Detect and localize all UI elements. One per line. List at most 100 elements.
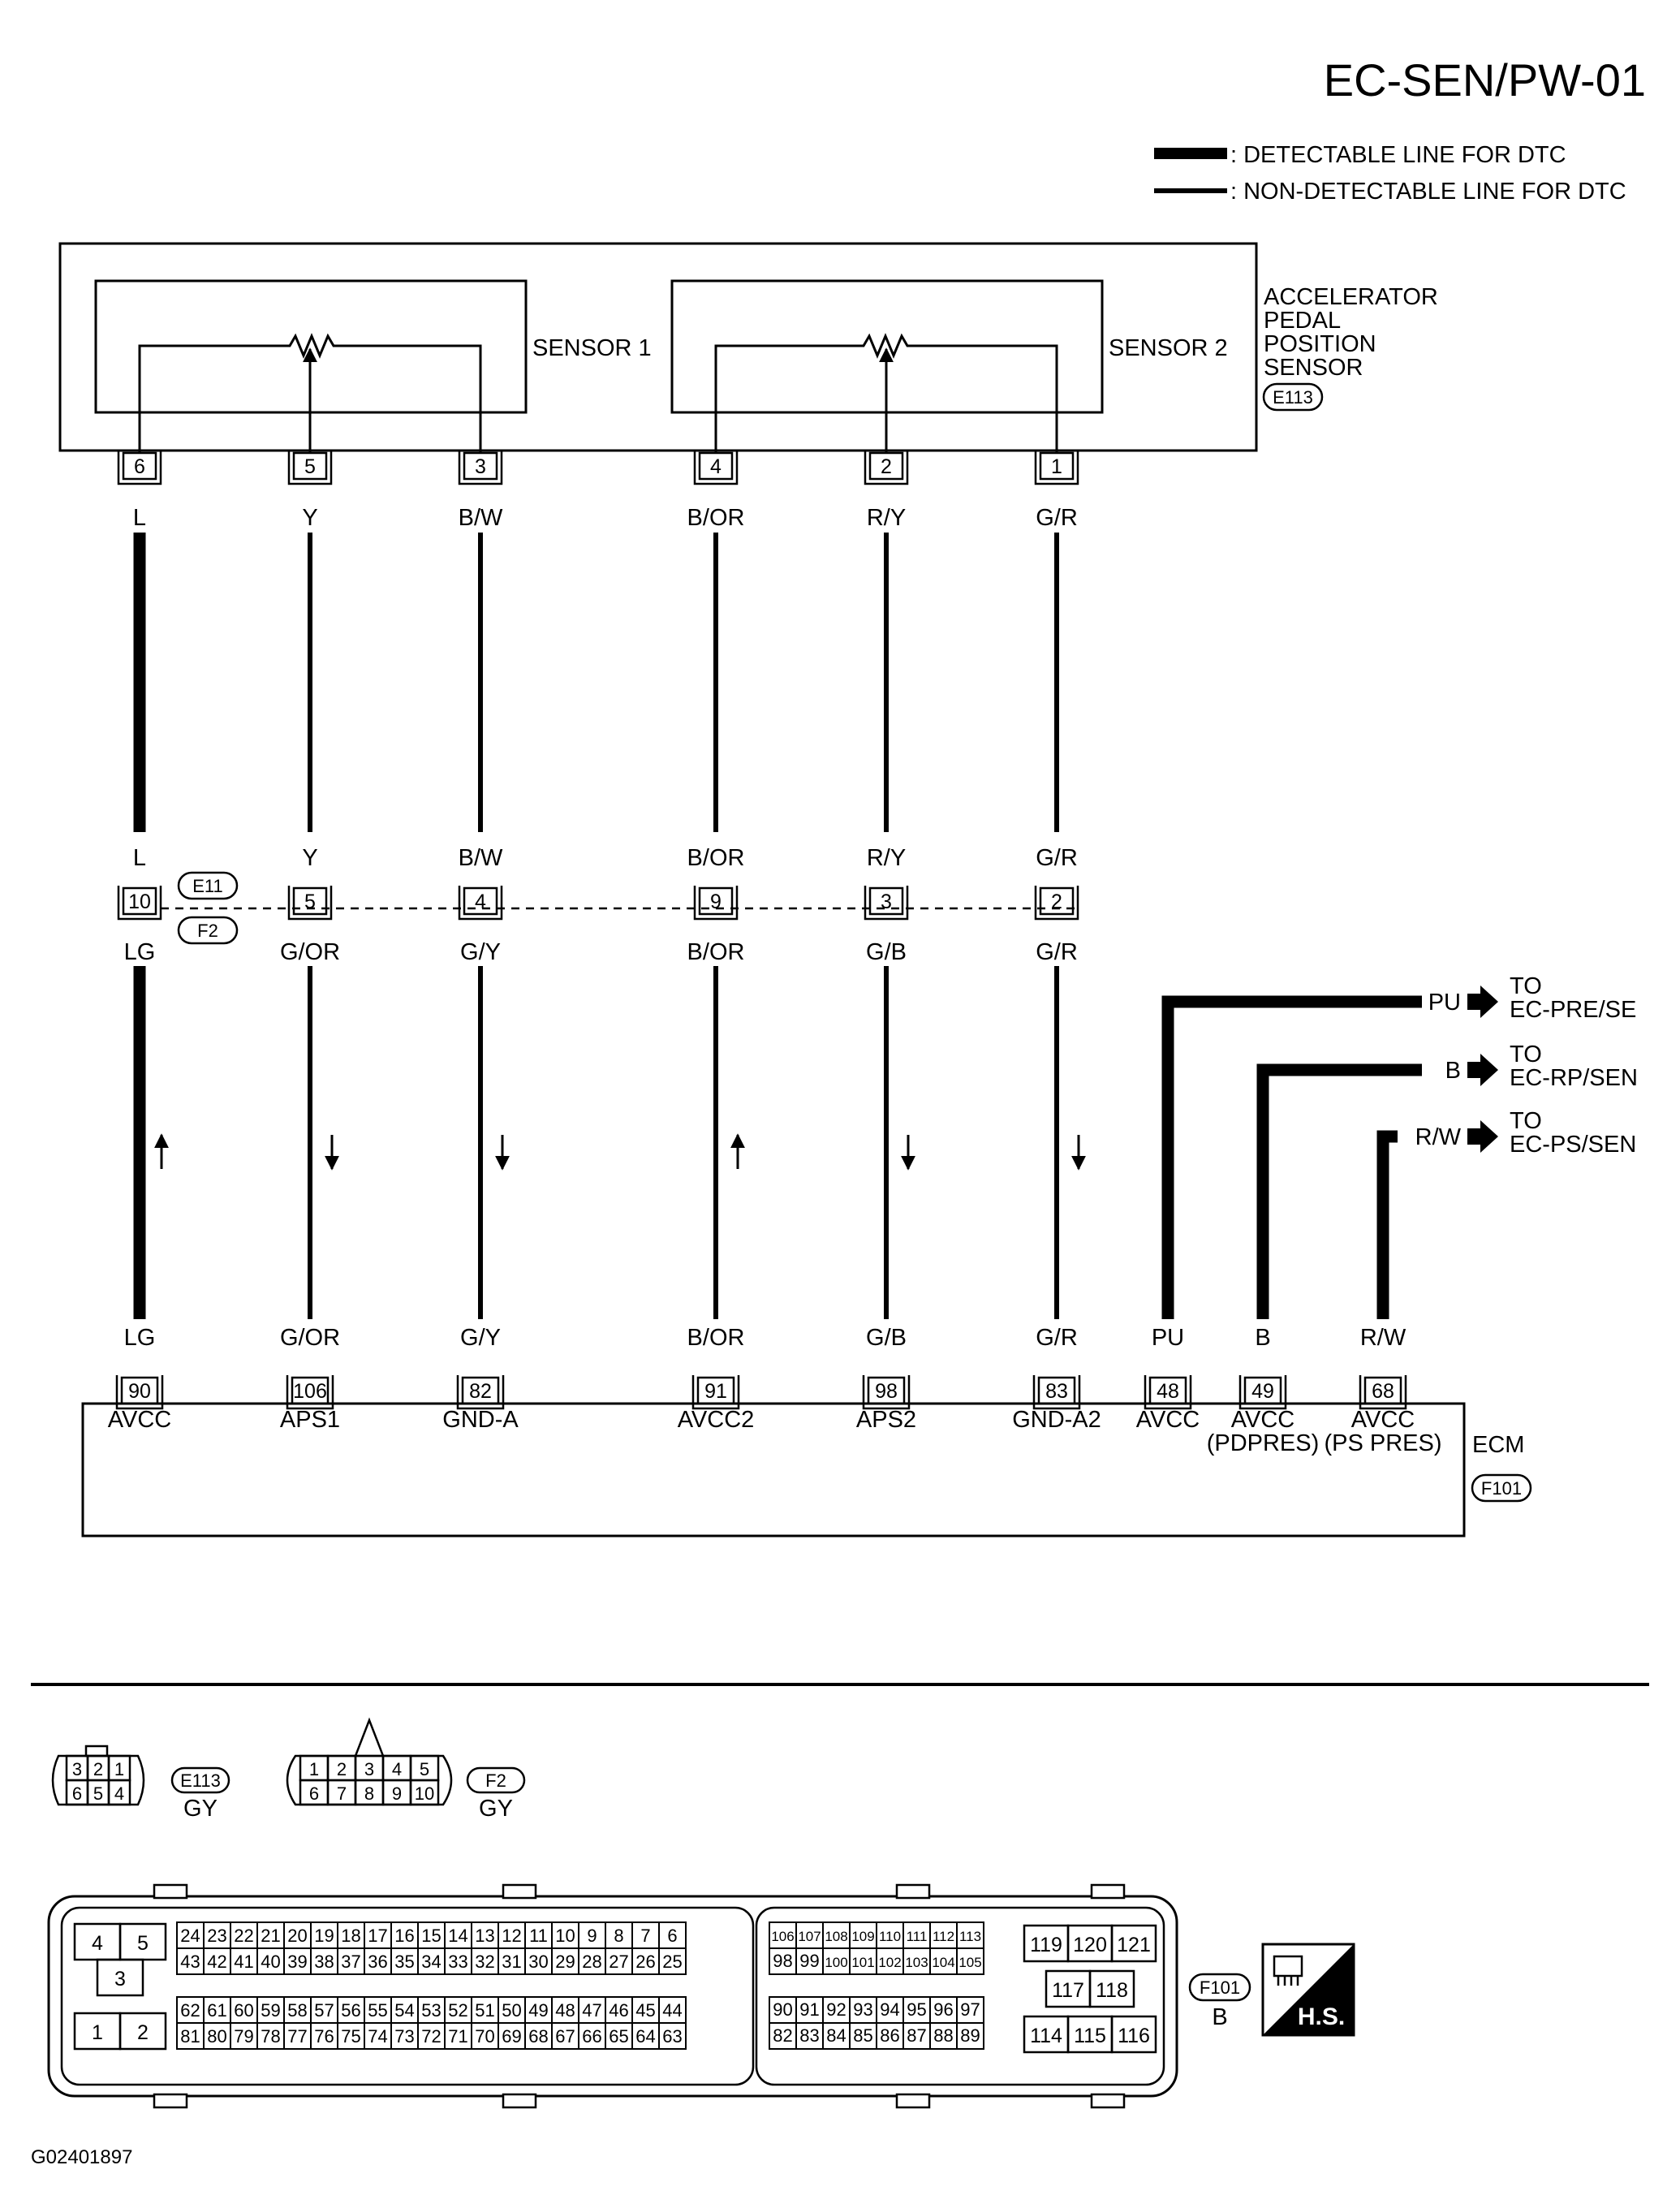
ecm-pin: 91 <box>691 1375 740 1410</box>
connector-color: GY <box>479 1796 513 1822</box>
pin-number: 3 <box>475 455 486 478</box>
connector-bracket <box>691 1375 740 1410</box>
joint-f2-id: F2 <box>197 921 218 941</box>
connector-id: F101 <box>1200 1978 1240 1998</box>
cavity-number: 55 <box>368 2000 387 2021</box>
branch-to-label: TO <box>1510 973 1542 999</box>
cavity-number: 43 <box>180 1952 200 1972</box>
cavity-number: 37 <box>341 1952 360 1972</box>
cavity-number: 18 <box>341 1926 360 1946</box>
cavity-number: 23 <box>207 1926 226 1946</box>
sensor-unit-name-line: POSITION <box>1264 331 1376 357</box>
branch-destination: EC-PS/SEN <box>1510 1132 1636 1158</box>
ecm-pin: 106 <box>286 1375 334 1410</box>
cavity-number: 7 <box>640 1926 650 1946</box>
ecm-wire-color: G/Y <box>460 1325 501 1351</box>
sensor-unit-name-line: ACCELERATOR <box>1264 284 1438 310</box>
pin-number: 5 <box>304 891 316 913</box>
ecm-wire-color: G/OR <box>280 1325 340 1351</box>
cavity-number: 2 <box>137 2021 149 2044</box>
cavity-number: 45 <box>635 2000 655 2021</box>
upper-wire-color-bottom: G/R <box>1036 845 1078 871</box>
cavity-number: 6 <box>309 1783 319 1804</box>
cavity-number: 91 <box>799 1999 819 2020</box>
cavity-number: 2 <box>337 1759 347 1779</box>
cavity-number: 97 <box>960 1999 980 2020</box>
connector-bracket <box>862 1375 911 1410</box>
cavity-number: 40 <box>261 1952 280 1972</box>
pin-number: 68 <box>1372 1380 1394 1403</box>
cavity-number: 24 <box>180 1926 200 1946</box>
connector-bracket <box>1238 1375 1287 1410</box>
upper-wire-color-bottom: Y <box>302 845 317 871</box>
pin-box <box>463 886 498 916</box>
cavity-number: 57 <box>314 2000 334 2021</box>
sensor-pin: 2 <box>864 451 909 485</box>
connector-bracket <box>693 451 739 485</box>
ecm-wire-color: B/OR <box>687 1325 745 1351</box>
pin-number: 3 <box>881 891 892 913</box>
joint-pin: 4 <box>458 886 503 921</box>
pin-box <box>291 1376 330 1405</box>
cavity-number: 10 <box>415 1783 434 1804</box>
ecm-wire-color: G/R <box>1036 1325 1078 1351</box>
cavity-number: 59 <box>261 2000 280 2021</box>
cavity-number: 32 <box>475 1952 494 1972</box>
cavity-number: 47 <box>582 2000 601 2021</box>
connector-id-badge <box>466 1766 526 1794</box>
upper-wire-color-bottom: B/OR <box>687 845 745 871</box>
sensor-pin: 1 <box>1034 451 1079 485</box>
ecm-signal-name: AVCC2 <box>678 1407 755 1433</box>
upper-wire-color-bottom: R/Y <box>867 845 906 871</box>
cavity-number: 61 <box>207 2000 226 2021</box>
ecm-pin: 90 <box>115 1375 164 1410</box>
ecm-signal-name: AVCC <box>1351 1407 1415 1433</box>
cavity-number: 1 <box>114 1759 124 1779</box>
cavity-number: 22 <box>234 1926 253 1946</box>
cavity-number: 114 <box>1030 2025 1062 2047</box>
connector-bracket <box>1034 886 1079 921</box>
cavity-number: 95 <box>907 1999 926 2020</box>
cavity <box>1110 2015 1157 2054</box>
accelerator-pedal-position-sensor: SENSOR 1 SENSOR 2 ACCELERATOR PEDAL POSI… <box>58 242 1438 459</box>
joint-e11-id: E11 <box>192 876 223 896</box>
pin-number: 48 <box>1157 1380 1179 1403</box>
ecm-wire-color: G/B <box>866 1325 907 1351</box>
cavity-number: 53 <box>421 2000 441 2021</box>
ecm-signal-name: APS2 <box>856 1407 916 1433</box>
cavity <box>96 1958 144 1997</box>
pin-number: 6 <box>134 455 145 478</box>
cavity-number: 35 <box>394 1952 414 1972</box>
pin-box <box>122 451 157 481</box>
pin-number: 82 <box>469 1380 492 1403</box>
cavity-number: 17 <box>368 1926 387 1946</box>
cavity-number: 3 <box>364 1759 374 1779</box>
ecm-signal-name: GND-A <box>442 1407 519 1433</box>
cavity-number: 5 <box>420 1759 429 1779</box>
upper-wire-color: G/R <box>1036 505 1078 531</box>
connector-lock-tab <box>153 1883 188 1900</box>
lower-wire-color: G/R <box>1036 939 1078 965</box>
ecm-signal-name: GND-A2 <box>1012 1407 1101 1433</box>
cavity-number: 118 <box>1096 1979 1128 2002</box>
joint-pin: 5 <box>287 886 333 921</box>
pin-box <box>292 886 328 916</box>
pin-box <box>698 451 734 481</box>
cavity-number: 21 <box>261 1926 280 1946</box>
upper-wire-color: B/OR <box>687 505 745 531</box>
cavity-number: 62 <box>180 2000 200 2021</box>
cavity-number: 72 <box>421 2026 441 2047</box>
cavity-number: 39 <box>287 1952 307 1972</box>
connector-color: B <box>1212 2004 1227 2030</box>
cavity-number: 74 <box>368 2026 387 2047</box>
cavity-number: 76 <box>314 2026 334 2047</box>
ecm-signal-name: APS1 <box>280 1407 340 1433</box>
pin-number: 10 <box>128 891 151 913</box>
pin-box <box>867 1376 906 1405</box>
connector-latch <box>84 1745 109 1758</box>
ecm-pin: 49 <box>1238 1375 1287 1410</box>
pin-number: 5 <box>304 455 316 478</box>
cavity-number: 29 <box>555 1952 575 1972</box>
